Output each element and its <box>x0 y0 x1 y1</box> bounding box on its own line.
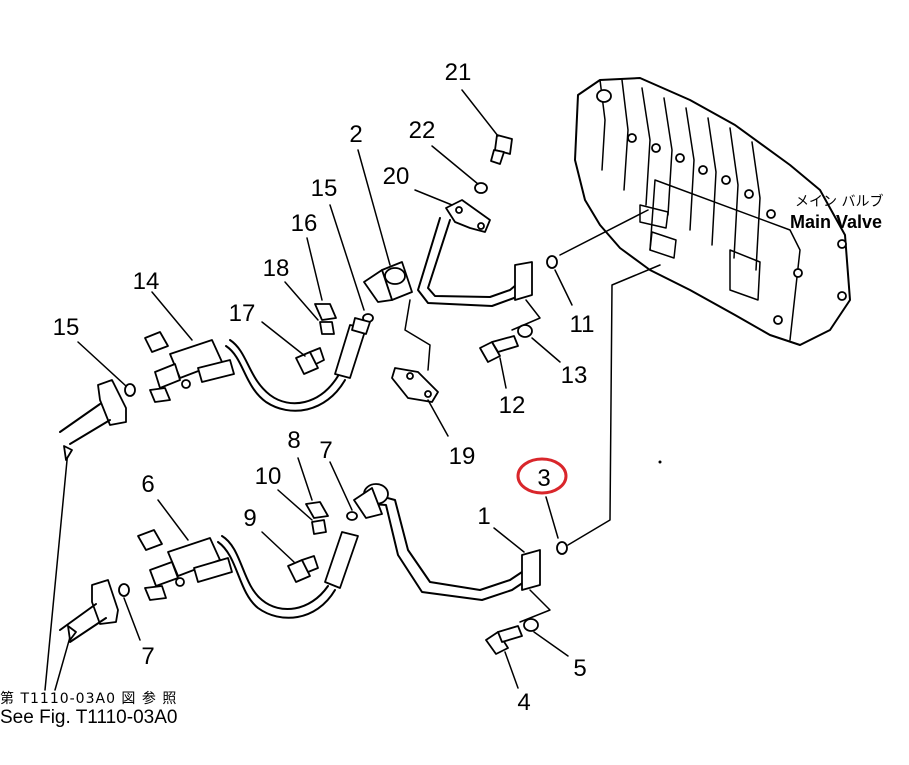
callout-15-left: 15 <box>53 314 80 341</box>
callout-20: 20 <box>383 163 410 190</box>
callout-15-upper: 15 <box>311 175 338 202</box>
callout-7-lower: 7 <box>141 643 154 670</box>
callout-1: 1 <box>477 503 490 530</box>
callout-4: 4 <box>517 689 530 716</box>
reference-note-jp: 第 T1110-03A0 図 参 照 <box>0 690 177 707</box>
main-valve-label-jp: メイン バルブ <box>795 193 883 210</box>
callout-10: 10 <box>255 463 282 490</box>
highlight-circle <box>516 457 568 495</box>
callout-16: 16 <box>291 210 318 237</box>
main-valve-label: Main Valve <box>790 212 882 232</box>
callout-17: 17 <box>229 300 256 327</box>
dot-mark <box>658 460 662 464</box>
callout-22: 22 <box>409 117 436 144</box>
callout-3: 3 <box>537 465 550 492</box>
upper-pipe-assembly <box>59 134 558 445</box>
connection-line-lower <box>567 264 661 546</box>
callout-12: 12 <box>499 392 526 419</box>
callout-2: 2 <box>349 121 362 148</box>
callout-8: 8 <box>287 427 300 454</box>
callout-6: 6 <box>141 471 154 498</box>
leader-lines <box>77 89 573 689</box>
lower-pipe-assembly <box>59 483 568 655</box>
callout-9: 9 <box>243 505 256 532</box>
callout-5: 5 <box>573 655 586 682</box>
connection-line-upper <box>559 209 649 256</box>
reference-arrow-head <box>63 445 77 641</box>
callout-19: 19 <box>449 443 476 470</box>
callout-7-upper: 7 <box>319 437 332 464</box>
callout-18: 18 <box>263 255 290 282</box>
callout-14: 14 <box>133 268 160 295</box>
reference-arrow <box>44 449 73 691</box>
callout-11: 11 <box>570 311 595 338</box>
main-valve <box>574 77 851 346</box>
callout-21: 21 <box>445 59 472 86</box>
reference-note: See Fig. T1110-03A0 <box>0 707 177 728</box>
callout-13: 13 <box>561 362 588 389</box>
